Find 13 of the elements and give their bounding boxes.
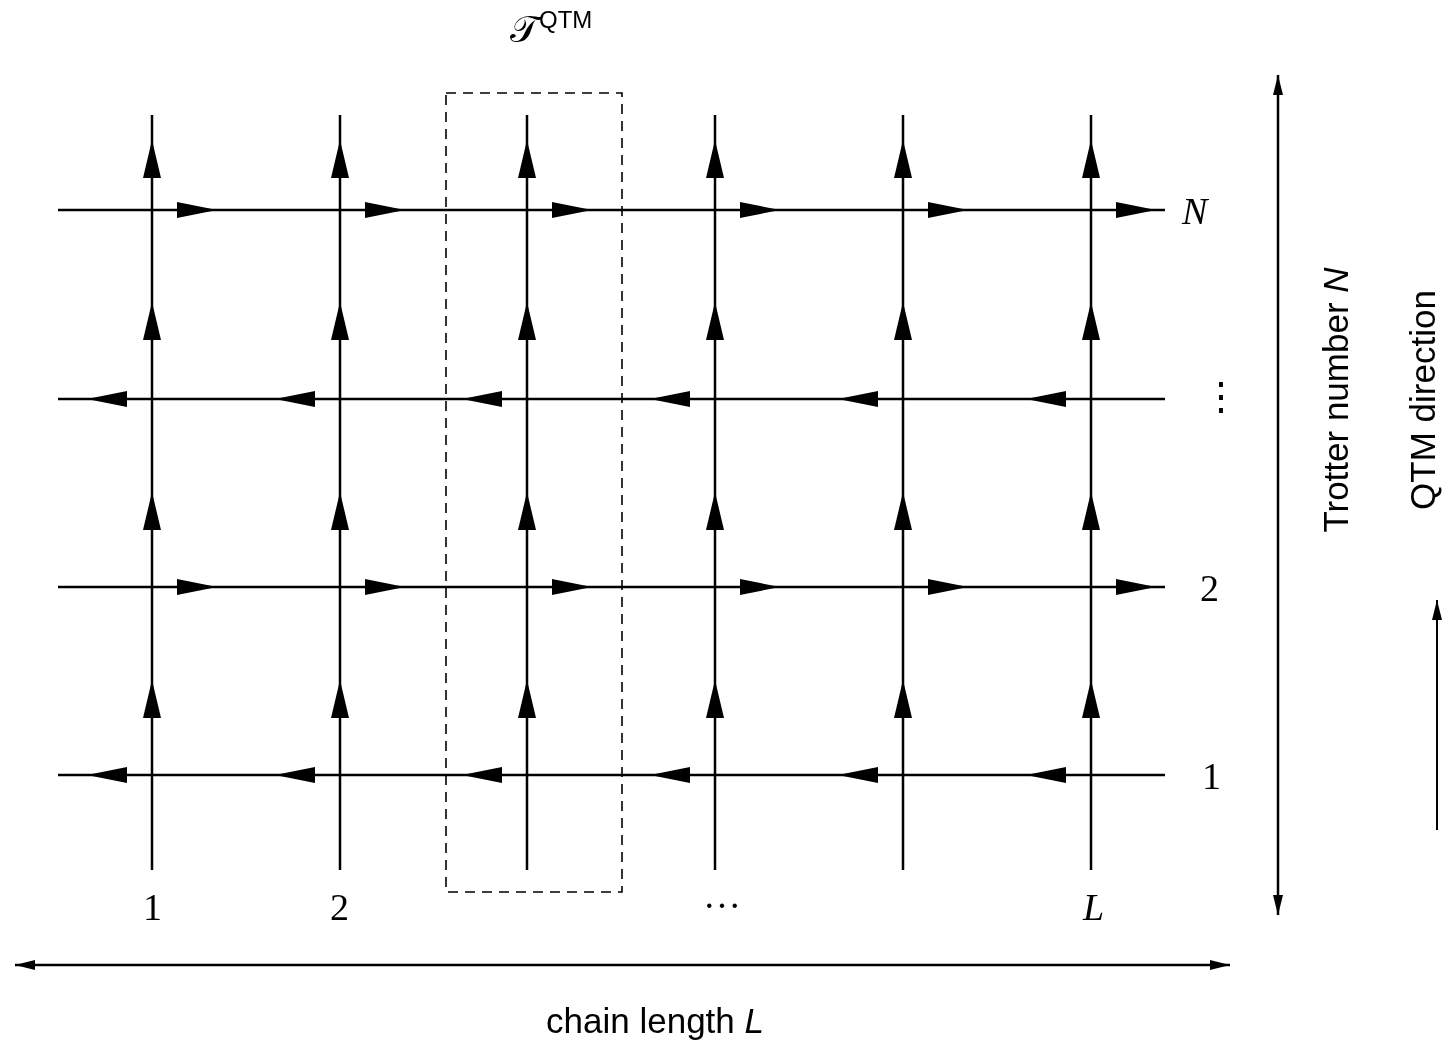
column-label: … <box>703 876 741 914</box>
column-label: 2 <box>330 888 349 926</box>
row-label: 2 <box>1200 569 1219 607</box>
row-label: 1 <box>1202 757 1221 795</box>
column-label: 1 <box>143 888 162 926</box>
dashed-frame <box>446 93 622 892</box>
axis-label: chain length L <box>546 1002 764 1038</box>
axis-label: QTM direction <box>1404 290 1440 510</box>
row-label: ⋮ <box>1202 378 1240 416</box>
frame-heading: 𝒯$^{QTM}$ <box>510 8 593 48</box>
column-label: L <box>1083 888 1105 926</box>
axis-label: Trotter number N <box>1317 267 1353 533</box>
row-label: N <box>1182 192 1208 230</box>
